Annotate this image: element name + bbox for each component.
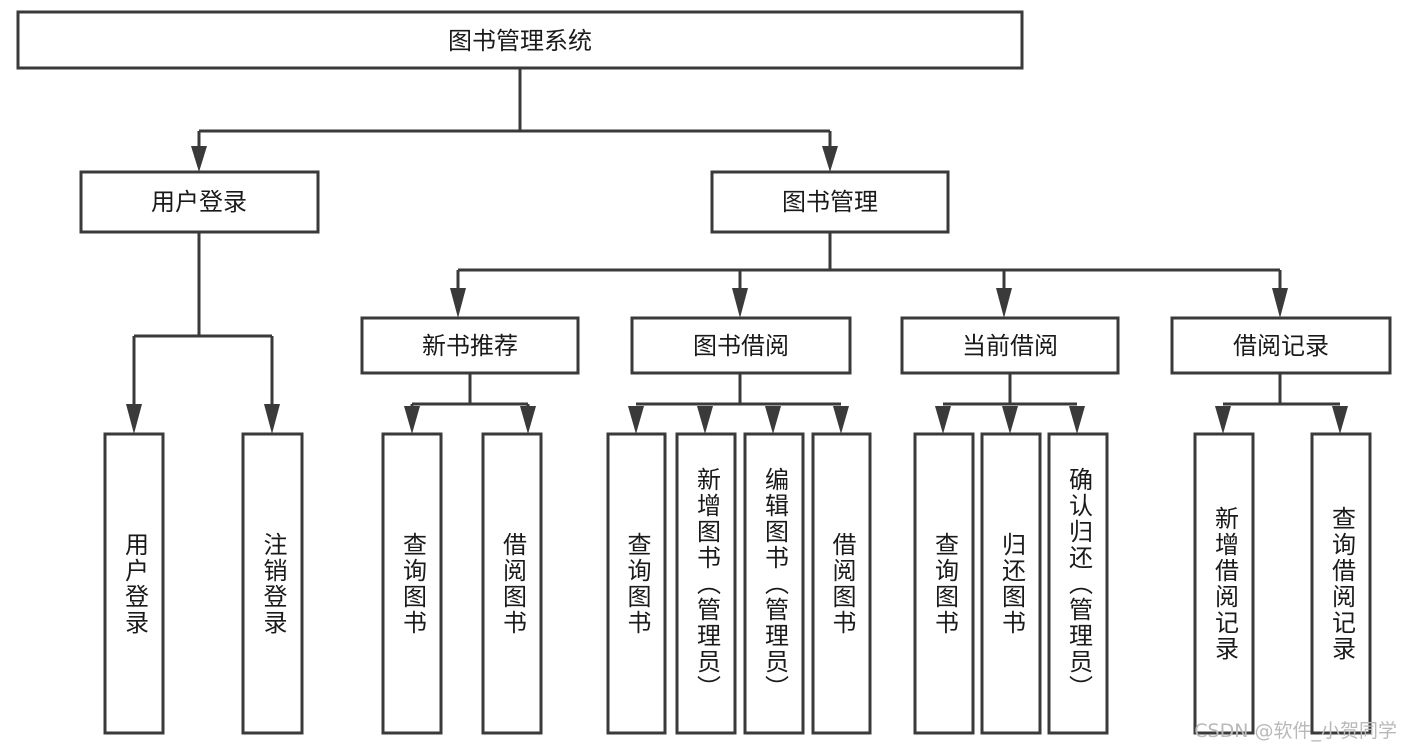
- node-user-login[interactable]: 用户登录: [79, 170, 320, 234]
- leaf-box-borrow-record-1[interactable]: [1310, 432, 1372, 735]
- connector-current-borrow-to-leaves: [935, 373, 1085, 434]
- connector-user-login-to-leaves: [126, 232, 280, 434]
- node-new-book-recommend-box[interactable]: [360, 316, 580, 375]
- node-borrow-record-label: 借阅记录: [1233, 332, 1329, 360]
- leaf-box-current-borrow-0[interactable]: [913, 432, 975, 735]
- leaf-box-book-borrow-1[interactable]: [675, 432, 737, 735]
- node-book-management-box[interactable]: [710, 170, 950, 234]
- node-new-book-recommend[interactable]: 新书推荐: [360, 316, 580, 375]
- csdn-watermark: CSDN @软件_小贺同学: [1194, 720, 1397, 742]
- connector-book-borrow-to-leaves: [628, 373, 849, 434]
- node-user-login-box[interactable]: [79, 170, 320, 234]
- connector-root-to-level2: [191, 68, 838, 172]
- node-book-borrow[interactable]: 图书借阅: [630, 316, 852, 375]
- leaf-box-user-login-1[interactable]: [241, 432, 304, 735]
- connector-book-mgmt-to-level3: [450, 232, 1288, 318]
- node-current-borrow-box[interactable]: [900, 316, 1120, 375]
- node-book-borrow-box[interactable]: [630, 316, 852, 375]
- leaf-box-book-borrow-3[interactable]: [811, 432, 872, 735]
- node-user-login-label: 用户登录: [151, 188, 247, 216]
- leaf-boxes-book-borrow[interactable]: [606, 432, 872, 735]
- leaf-boxes-user-login[interactable]: [103, 432, 304, 735]
- connector-borrow-record-to-leaves: [1215, 373, 1348, 434]
- leaf-box-current-borrow-1[interactable]: [980, 432, 1042, 735]
- leaf-box-current-borrow-2[interactable]: [1047, 432, 1109, 735]
- leaf-boxes-borrow-record[interactable]: [1193, 432, 1372, 735]
- leaf-box-book-borrow-0[interactable]: [606, 432, 667, 735]
- node-root-label: 图书管理系统: [448, 27, 592, 55]
- leaf-boxes-current-borrow[interactable]: [913, 432, 1109, 735]
- connector-new-book-to-leaves: [404, 373, 536, 434]
- leaf-boxes-new-book-recommend[interactable]: [381, 432, 543, 735]
- leaf-box-user-login-0[interactable]: [103, 432, 165, 735]
- node-current-borrow-label: 当前借阅: [962, 332, 1058, 360]
- node-book-management-label: 图书管理: [782, 188, 878, 216]
- node-current-borrow[interactable]: 当前借阅: [900, 316, 1120, 375]
- node-root-box[interactable]: [16, 10, 1024, 70]
- leaf-box-book-borrow-2[interactable]: [743, 432, 805, 735]
- node-book-management[interactable]: 图书管理: [710, 170, 950, 234]
- leaf-box-new-book-1[interactable]: [481, 432, 543, 735]
- node-borrow-record-box[interactable]: [1170, 316, 1392, 375]
- node-new-book-recommend-label: 新书推荐: [422, 332, 518, 360]
- node-root[interactable]: 图书管理系统: [16, 10, 1024, 70]
- node-borrow-record[interactable]: 借阅记录: [1170, 316, 1392, 375]
- leaf-box-borrow-record-0[interactable]: [1193, 432, 1255, 735]
- leaf-box-new-book-0[interactable]: [381, 432, 443, 735]
- node-book-borrow-label: 图书借阅: [693, 332, 789, 360]
